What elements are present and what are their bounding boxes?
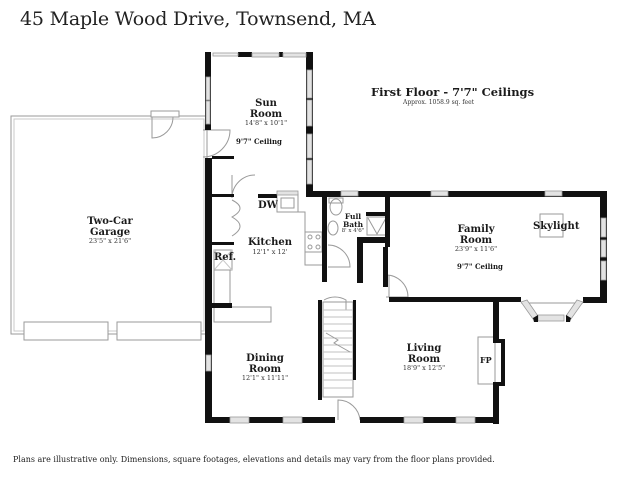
- kitchen-label: Kitchen 12'1" x 12': [240, 237, 300, 256]
- kitchen-dims: 12'1" x 12': [252, 247, 288, 256]
- walls: [205, 52, 607, 424]
- dining-room-name-2: Room: [248, 363, 282, 375]
- full-bath-dims: 8' x 4'6": [341, 227, 365, 234]
- living-room-label: Living Room 18'9" x 12'5": [394, 343, 454, 372]
- staircase: [322, 301, 354, 398]
- floor-heading: First Floor - 7'7" Ceilings: [371, 85, 535, 99]
- garage-name-2: Garage: [89, 226, 131, 238]
- skylight-label: Skylight: [533, 221, 580, 232]
- living-room-name-2: Room: [407, 353, 441, 365]
- floor-square-footage: Approx. 1058.9 sq. feet: [403, 99, 475, 106]
- refrigerator-label: Ref.: [214, 252, 237, 263]
- garage-label: Two-Car Garage 23'5" x 21'6": [80, 216, 140, 245]
- living-room-name-1: Living: [406, 343, 442, 354]
- page-title: 45 Maple Wood Drive, Townsend, MA: [20, 8, 376, 30]
- family-room-name-1: Family: [457, 224, 495, 235]
- family-room-dims: 23'9" x 11'6": [454, 245, 498, 253]
- full-bath-name-2: Bath: [342, 219, 364, 229]
- full-bath-label: Full Bath 8' x 4'6": [337, 213, 369, 235]
- family-room-ceiling: 9'7" Ceiling: [457, 262, 503, 271]
- sun-room-ceiling: 9'7" Ceiling: [236, 137, 282, 146]
- full-bath-name-1: Full: [344, 212, 362, 221]
- sun-room-name-1: Sun: [255, 98, 277, 109]
- dining-room-dims: 12'1" x 11'11": [241, 374, 289, 382]
- windows: [205, 52, 607, 424]
- dishwasher-label: DW: [258, 200, 278, 211]
- dining-room-name-1: Dining: [246, 353, 284, 364]
- garage-name-1: Two-Car: [87, 216, 133, 227]
- garage-outline: [10, 110, 208, 341]
- kitchen-name: Kitchen: [247, 237, 293, 248]
- sun-room-dims: 14'8" x 10'1": [244, 119, 288, 127]
- family-room-label: Family Room 23'9" x 11'6": [446, 224, 506, 253]
- garage-dims: 23'5" x 21'6": [88, 237, 132, 245]
- family-room-name-2: Room: [459, 234, 493, 246]
- sun-room-label: Sun Room 14'8" x 10'1": [236, 98, 296, 127]
- dining-room-label: Dining Room 12'1" x 11'11": [235, 353, 295, 382]
- disclaimer: Plans are illustrative only. Dimensions,…: [13, 455, 495, 464]
- living-room-dims: 18'9" x 12'5": [402, 364, 446, 372]
- sun-room-name-2: Room: [249, 108, 283, 120]
- fireplace-label: FP: [480, 355, 492, 365]
